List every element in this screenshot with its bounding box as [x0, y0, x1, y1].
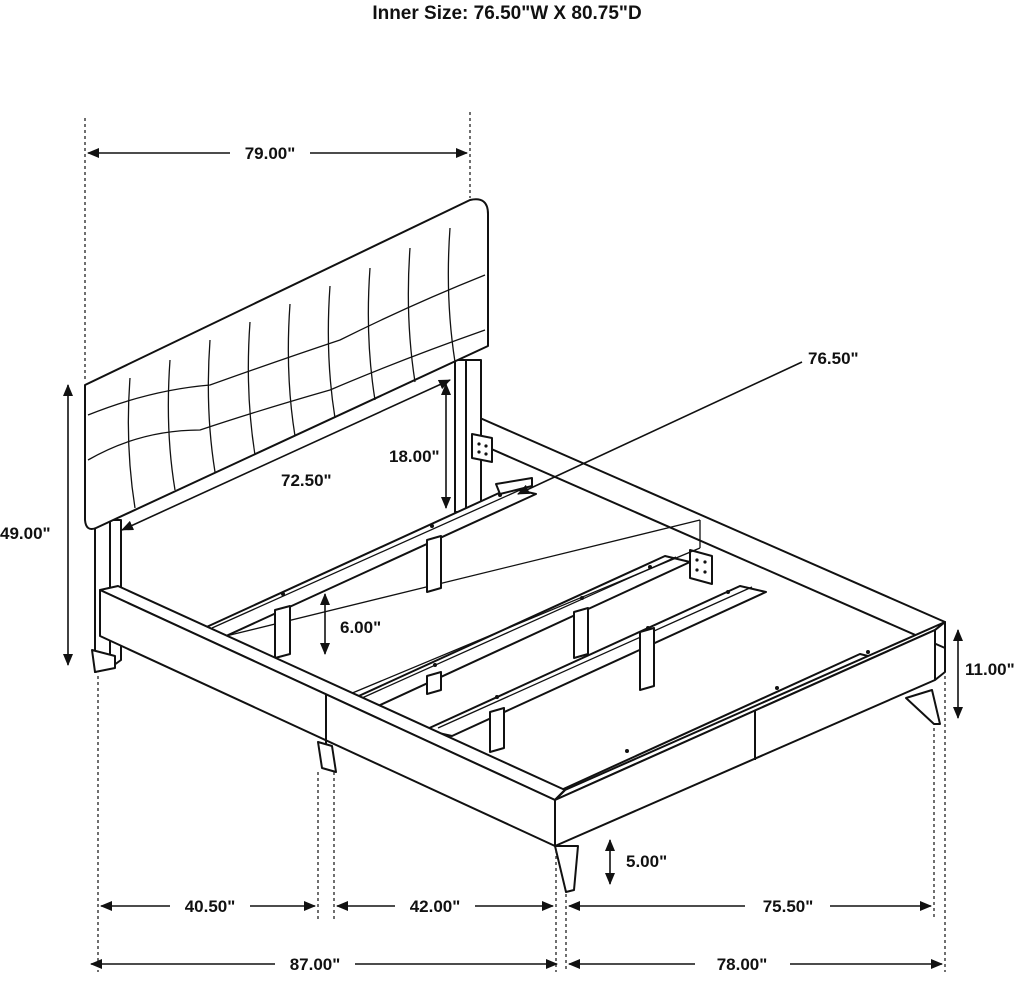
dim-overall-length: 78.00": [717, 955, 768, 974]
dim-side-length: 75.50": [763, 897, 814, 916]
bed-drawing: [84, 198, 946, 893]
dim-overall-width: 87.00": [290, 955, 341, 974]
dim-overall-height: 49.00": [0, 524, 51, 543]
dim-center-support: 6.00": [340, 618, 381, 637]
dim-left-segment: 40.50": [185, 897, 236, 916]
dim-leg-height: 5.00": [626, 852, 667, 871]
dimension-lines: [63, 112, 963, 972]
dim-inner-width: 76.50": [808, 349, 859, 368]
dim-headboard-leg-height: 18.00": [389, 447, 440, 466]
dim-middle-segment: 42.00": [410, 897, 461, 916]
inner-size-title: Inner Size: 76.50"W X 80.75"D: [372, 3, 641, 24]
dim-headboard-width: 79.00": [245, 144, 296, 163]
dim-rail-height: 11.00": [965, 660, 1015, 679]
dim-headboard-panel-width: 72.50": [281, 471, 332, 490]
